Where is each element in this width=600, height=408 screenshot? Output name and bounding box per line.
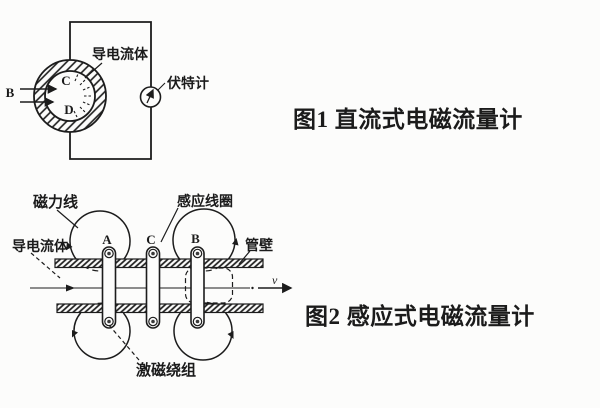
electrode-c-label: C bbox=[61, 73, 70, 88]
fieldlines-pointer bbox=[56, 209, 79, 229]
figure2-diagram: v A C B bbox=[12, 193, 293, 379]
flux-loop-dashed bbox=[184, 267, 234, 304]
winding-pointer bbox=[107, 323, 140, 361]
pipewall-pointer bbox=[238, 250, 251, 265]
fluid-pointer-line bbox=[84, 62, 103, 79]
fluid-label-fig2: 导电流体 bbox=[12, 238, 69, 255]
pipe-interior-dashes bbox=[73, 73, 92, 118]
pipewall-label: 管壁 bbox=[245, 237, 273, 254]
inductioncoil-pointer bbox=[160, 207, 179, 243]
pipe-inner-wall bbox=[44, 70, 96, 122]
fluid-label-fig1: 导电流体 bbox=[92, 46, 149, 63]
flow-axis bbox=[30, 282, 293, 294]
field-circle-top-left bbox=[69, 210, 131, 260]
coil-b bbox=[190, 246, 205, 329]
electrode-b-letter: B bbox=[191, 231, 200, 246]
figure1-caption: 图1 直流式电磁流量计 bbox=[293, 106, 523, 132]
electrode-c-letter: C bbox=[146, 232, 155, 247]
field-direction-ticks bbox=[66, 238, 239, 339]
electrode-d-label: D bbox=[64, 102, 73, 117]
field-b-label: B bbox=[6, 85, 15, 100]
fluid-pointer-fig2 bbox=[30, 252, 61, 279]
field-circle-bottom-left bbox=[73, 312, 131, 360]
figure2-caption: 图2 感应式电磁流量计 bbox=[305, 303, 535, 329]
fieldlines-label: 磁力线 bbox=[33, 193, 78, 211]
coil-c bbox=[145, 246, 161, 329]
inductioncoil-label: 感应线圈 bbox=[177, 193, 233, 210]
voltmeter-label: 伏特计 bbox=[167, 75, 209, 92]
field-arrows bbox=[20, 84, 58, 107]
field-circle-bottom-right bbox=[173, 312, 233, 361]
electrode-a-letter: A bbox=[102, 232, 112, 247]
winding-label: 激磁绕组 bbox=[136, 361, 196, 379]
flow-velocity-label: v bbox=[272, 273, 278, 287]
figure1-diagram: C D B 导电流体 伏特计 bbox=[6, 21, 209, 160]
coil-a bbox=[101, 246, 117, 329]
voltmeter-icon bbox=[139, 82, 166, 108]
